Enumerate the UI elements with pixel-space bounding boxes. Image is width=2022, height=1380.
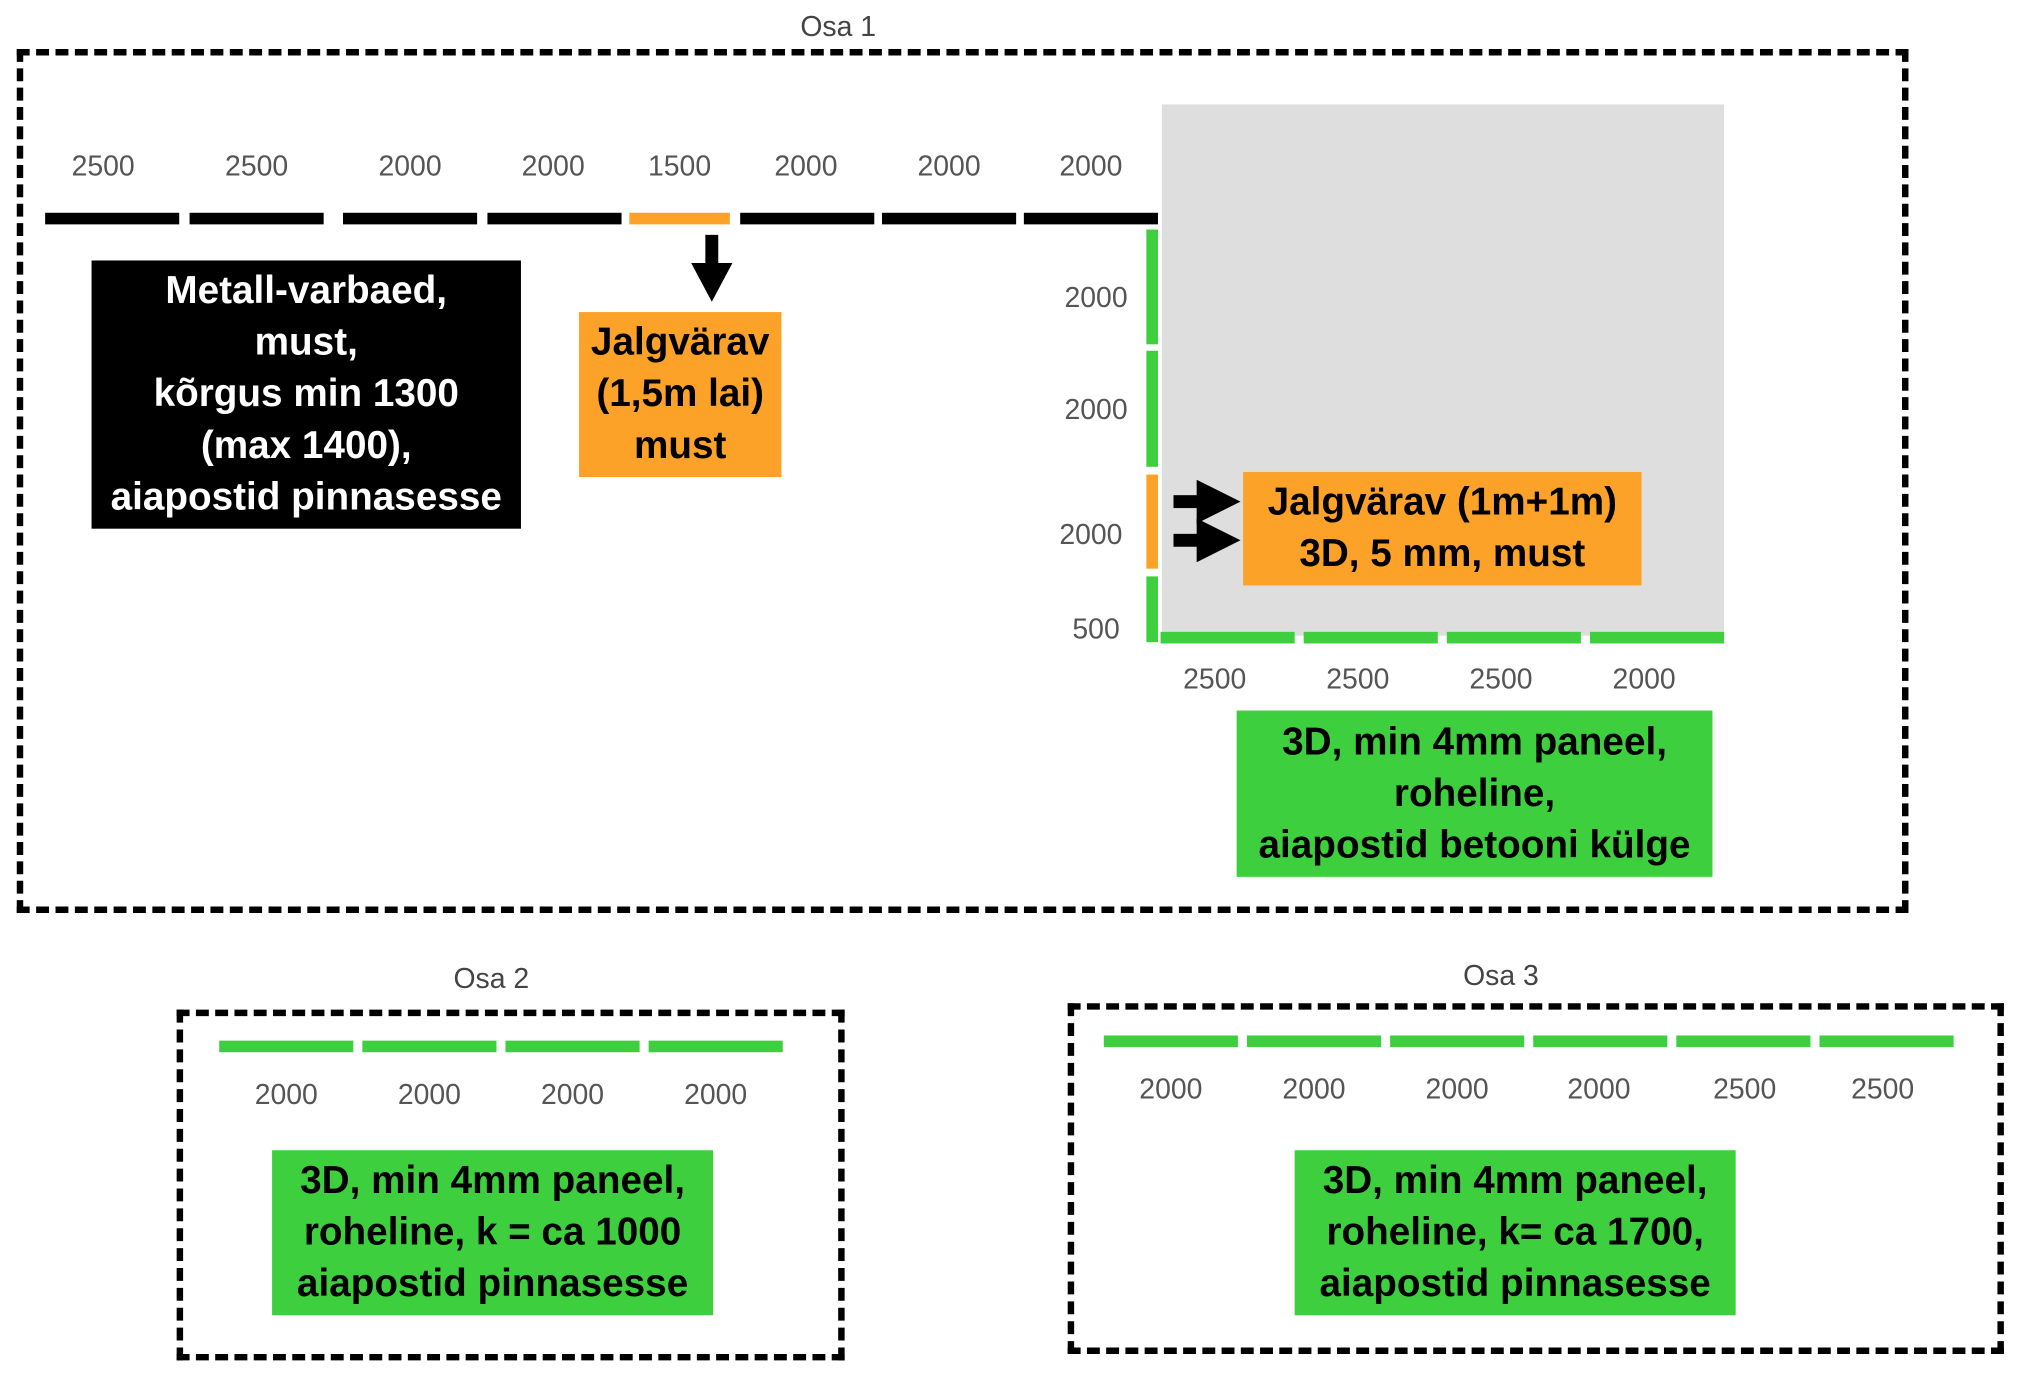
dim-label: 2500 [1183, 662, 1247, 696]
osa1-frame [16, 49, 1909, 913]
dim-label: 2000 [540, 1078, 605, 1111]
gate-segment-orange [1146, 474, 1158, 569]
fence-segment-green [1390, 1035, 1525, 1048]
dim-label: 2000 [1064, 281, 1128, 314]
fence-segment-black [740, 212, 875, 225]
dim-label: 2000 [1064, 393, 1128, 426]
dim-label: 2000 [378, 149, 442, 182]
fence-segment-green [1146, 229, 1158, 345]
osa3-frame [1067, 1003, 2004, 1354]
fence-segment-green [1446, 631, 1581, 644]
osa2-frame [176, 1009, 845, 1361]
dim-label: 2000 [521, 149, 585, 182]
dim-label: 2500 [1851, 1072, 1915, 1106]
fence-segment-green [1819, 1035, 1954, 1048]
dim-label: 2000 [684, 1078, 748, 1111]
dim-label: 2000 [397, 1078, 461, 1111]
label-black-fence: Metall-varbaed, must, kõrgus min 1300 (m… [91, 260, 521, 529]
fence-segment-green [1103, 1035, 1238, 1048]
dim-label: 2000 [917, 149, 981, 182]
fence-segment-green [219, 1040, 354, 1053]
label-osa3-panel: 3D, min 4mm paneel, roheline, k= ca 1700… [1294, 1150, 1736, 1316]
arrow-right-icon [1173, 518, 1241, 563]
osa1-title: Osa 1 [800, 10, 877, 43]
arrow-right-icon [1173, 479, 1241, 524]
fence-segment-black [45, 212, 180, 225]
dim-label: 1500 [647, 149, 712, 182]
gate-segment-orange [629, 212, 730, 225]
fence-segment-black [882, 212, 1017, 225]
fence-segment-black [343, 212, 478, 225]
fence-segment-green [1589, 631, 1725, 644]
dim-label: 2500 [71, 149, 135, 182]
label-gate-side: Jalgvärav (1m+1m) 3D, 5 mm, must [1243, 471, 1642, 586]
label-green-panel: 3D, min 4mm paneel, roheline, aiapostid … [1236, 710, 1713, 877]
dim-label: 2000 [1567, 1072, 1631, 1106]
dim-label: 2000 [774, 149, 838, 182]
fence-segment-black [487, 212, 622, 225]
label-gate-top: Jalgvärav (1,5m lai) must [578, 312, 782, 478]
dim-label: 2500 [1326, 662, 1390, 696]
dim-label: 2000 [1139, 1072, 1203, 1106]
dim-label: 2000 [254, 1078, 318, 1111]
dim-label: 2500 [225, 149, 289, 182]
fence-segment-green [1246, 1035, 1382, 1048]
dim-label: 2000 [1059, 149, 1123, 182]
dim-label: 500 [1072, 612, 1120, 645]
osa3-title: Osa 3 [1463, 959, 1539, 992]
arrow-down-icon [691, 234, 733, 302]
dim-label: 2000 [1282, 1072, 1346, 1106]
fence-segment-green [1146, 350, 1158, 467]
dim-label: 2000 [1059, 518, 1123, 551]
osa2-title: Osa 2 [453, 961, 530, 995]
dim-label: 2500 [1713, 1072, 1777, 1106]
fence-segment-green [1676, 1035, 1811, 1048]
fence-segment-green [1303, 631, 1438, 644]
dim-label: 2000 [1612, 662, 1676, 696]
fence-segment-green [648, 1040, 783, 1053]
fence-segment-green [1146, 576, 1158, 643]
dim-label: 2500 [1469, 662, 1533, 696]
fence-segment-green [362, 1040, 497, 1053]
fence-segment-green [505, 1040, 640, 1053]
fence-segment-green [1533, 1035, 1668, 1048]
fence-segment-black [1023, 212, 1158, 225]
label-osa2-panel: 3D, min 4mm paneel, roheline, k = ca 100… [272, 1150, 714, 1316]
fence-segment-green [1160, 631, 1295, 644]
dim-label: 2000 [1425, 1072, 1489, 1106]
fence-segment-black [189, 212, 324, 225]
